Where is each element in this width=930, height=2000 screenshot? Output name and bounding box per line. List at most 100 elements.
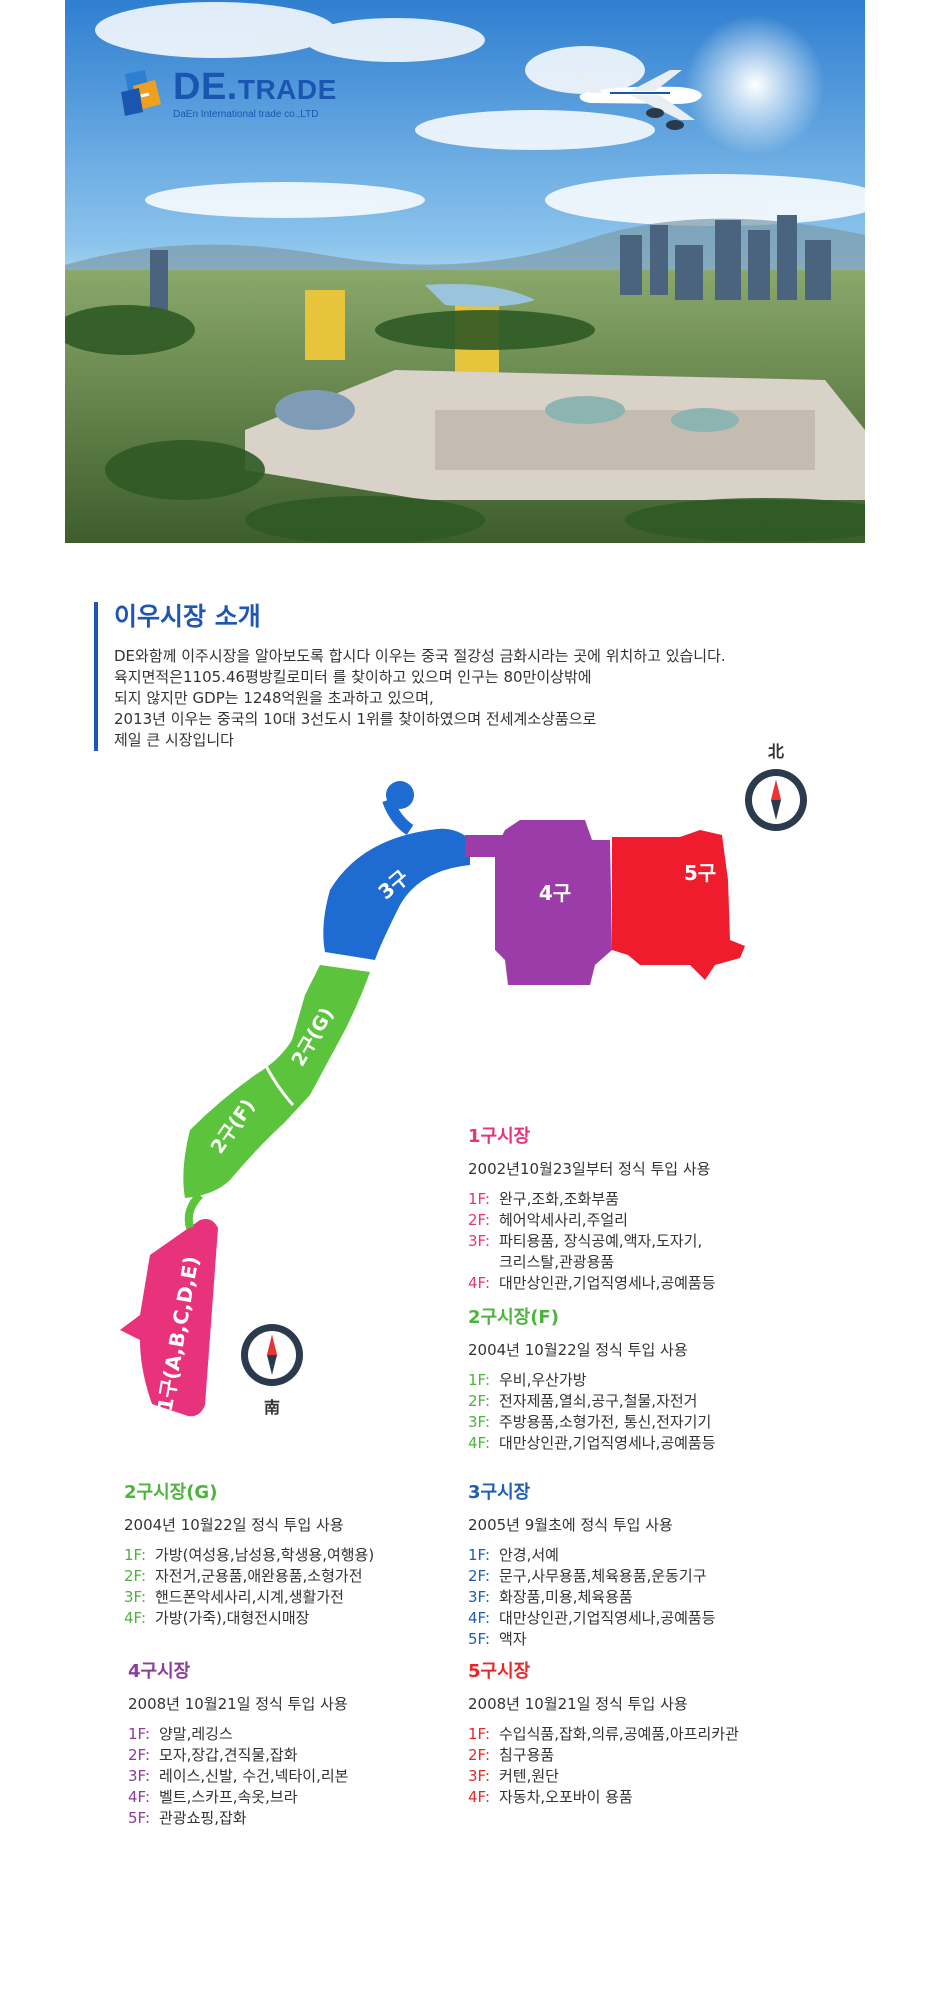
floor-label: 1F: <box>468 1725 491 1743</box>
market-2g-info: 2구시장(G) 2004년 10월22일 정식 투입 사용 1F:가방(여성용,… <box>124 1478 464 1629</box>
floor-label: 1F: <box>468 1371 491 1389</box>
market-2f-info: 2구시장(F) 2004년 10월22일 정식 투입 사용 1F:우비,우산가방… <box>468 1303 888 1454</box>
floor-goods: 전자제품,열쇠,공구,철물,자전거 <box>499 1392 698 1410</box>
brand-logo: DE.TRADE DaEn International trade co.,LT… <box>115 68 337 120</box>
market-map-svg: 1구(A,B,C,D,E) 2구(F) 2구(G) 3구 4구 5구 <box>120 742 807 1417</box>
floor-goods: 우비,우산가방 <box>499 1371 587 1389</box>
floor-item: 1F: 양말,레깅스 <box>128 1724 468 1745</box>
floor-label: 1F: <box>468 1190 491 1208</box>
market-3-date: 2005년 9월초에 정식 투입 사용 <box>468 1516 673 1534</box>
zone-5-shape <box>612 830 745 980</box>
floor-label: 1F: <box>128 1725 151 1743</box>
floor-item: 1F: 안경,서예 <box>468 1545 888 1566</box>
floor-goods: 모자,장갑,견직물,잡화 <box>159 1746 298 1764</box>
floor-goods: 레이스,신발, 수건,넥타이,리본 <box>159 1767 349 1785</box>
hero-photo <box>65 0 865 543</box>
floor-label: 1F: <box>124 1546 147 1564</box>
floor-goods: 파티용품, 장식공예,액자,도자기, 크리스탈,관광용품 <box>499 1232 703 1271</box>
market-4-date: 2008년 10월21일 정식 투입 사용 <box>128 1695 348 1713</box>
market-5-info: 5구시장 2008년 10월21일 정식 투입 사용 1F: 수입식품,잡화,의류… <box>468 1657 888 1808</box>
zone-4-shape <box>495 820 612 985</box>
market-1-info: 1구시장 2002년10월23일부터 정식 투입 사용 1F:완구,조화,조화부… <box>468 1122 888 1294</box>
market-2g-title: 2구시장(G) <box>124 1482 218 1503</box>
floor-item: 1F: 가방(여성용,남성용,학생용,여행용) <box>124 1545 464 1566</box>
floor-label: 2F: <box>468 1567 491 1585</box>
floor-label: 4F: <box>468 1609 491 1627</box>
floor-item: 4F: 벨트,스카프,속옷,브라 <box>128 1787 468 1808</box>
floor-label: 3F: <box>128 1767 151 1785</box>
floor-label: 4F: <box>468 1788 491 1806</box>
floor-item: 2F: 문구,사무용품,체육용품,운동기구 <box>468 1566 888 1587</box>
floor-label: 3F: <box>468 1232 491 1250</box>
floor-label: 2F: <box>124 1567 147 1585</box>
hero-banner: DE.TRADE DaEn International trade co.,LT… <box>65 0 865 543</box>
floor-goods: 액자 <box>499 1630 527 1648</box>
floor-goods: 주방용품,소형가전, 통신,전자기기 <box>499 1413 712 1431</box>
market-4-info: 4구시장 2008년 10월21일 정식 투입 사용 1F: 양말,레깅스 2F:모… <box>128 1657 468 1829</box>
floor-goods: 관광쇼핑,잡화 <box>159 1809 247 1827</box>
floor-item: 4F: 대만상인관,기업직영세나,공예품등 <box>468 1273 888 1294</box>
market-5-date: 2008년 10월21일 정식 투입 사용 <box>468 1695 688 1713</box>
floor-goods: 수입식품,잡화,의류,공예품,아프리카관 <box>499 1725 739 1743</box>
floor-item: 3F: 주방용품,소형가전, 통신,전자기기 <box>468 1412 888 1433</box>
logo-name: DE. <box>173 66 238 108</box>
floor-goods: 가방(여성용,남성용,학생용,여행용) <box>155 1546 375 1564</box>
floor-goods: 벨트,스카프,속옷,브라 <box>159 1788 298 1806</box>
market-1-title: 1구시장 <box>468 1126 531 1147</box>
floor-goods: 가방(가죽),대형전시매장 <box>155 1609 310 1627</box>
floor-item: 3F: 화장품,미용,체육용품 <box>468 1587 888 1608</box>
floor-item: 5F:액자 <box>468 1629 888 1650</box>
market-2f-title: 2구시장(F) <box>468 1307 559 1328</box>
floor-item: 5F:관광쇼핑,잡화 <box>128 1808 468 1829</box>
floor-label: 4F: <box>468 1434 491 1452</box>
market-map: 1구(A,B,C,D,E) 2구(F) 2구(G) 3구 4구 5구 <box>0 740 930 1460</box>
floor-goods: 커텐,원단 <box>499 1767 559 1785</box>
floor-item: 4F:대만상인관,기업직영세나,공예품등 <box>468 1433 888 1454</box>
floor-label: 1F: <box>468 1546 491 1564</box>
floor-goods: 핸드폰악세사리,시계,생활가전 <box>155 1588 344 1606</box>
intro-section: 이우시장 소개 DE와함께 이주시장을 알아보도록 합시다 이우는 중국 절강성… <box>94 602 874 751</box>
floor-item: 2F: 자전거,군용품,애완용품,소형가전 <box>124 1566 464 1587</box>
logo-name-suffix: TRADE <box>237 74 337 105</box>
floor-item: 1F: 우비,우산가방 <box>468 1370 888 1391</box>
floor-label: 2F: <box>468 1211 491 1229</box>
floor-goods: 화장품,미용,체육용품 <box>499 1588 633 1606</box>
floor-goods: 헤어악세사리,주얼리 <box>499 1211 628 1229</box>
floor-item: 3F: 커텐,원단 <box>468 1766 888 1787</box>
floor-item: 1F: 수입식품,잡화,의류,공예품,아프리카관 <box>468 1724 888 1745</box>
floor-label: 4F: <box>128 1788 151 1806</box>
floor-goods: 문구,사무용품,체육용품,운동기구 <box>499 1567 707 1585</box>
compass-south-label: 南 <box>264 1398 280 1417</box>
floor-item: 2F:모자,장갑,견직물,잡화 <box>128 1745 468 1766</box>
floor-label: 3F: <box>468 1413 491 1431</box>
floor-item: 4F: 자동차,오포바이 용품 <box>468 1787 888 1808</box>
floor-item: 3F: 핸드폰악세사리,시계,생활가전 <box>124 1587 464 1608</box>
zone-2-shape <box>183 965 370 1198</box>
market-4-title: 4구시장 <box>128 1661 191 1682</box>
market-2g-floors: 1F: 가방(여성용,남성용,학생용,여행용) 2F: 자전거,군용품,애완용품,소형… <box>124 1545 464 1629</box>
logo-subtitle: DaEn International trade co.,LTD <box>173 109 319 120</box>
market-5-title: 5구시장 <box>468 1661 531 1682</box>
floor-label: 3F: <box>468 1767 491 1785</box>
floor-item: 4F: 가방(가죽),대형전시매장 <box>124 1608 464 1629</box>
floor-label: 4F: <box>468 1274 491 1292</box>
compass-south-icon <box>241 1324 303 1386</box>
floor-goods: 자동차,오포바이 용품 <box>499 1788 633 1806</box>
market-3-floors: 1F: 안경,서예 2F: 문구,사무용품,체육용품,운동기구 3F: 화장품,미용,체육… <box>468 1545 888 1650</box>
floor-goods: 양말,레깅스 <box>159 1725 233 1743</box>
zone-4-label: 4구 <box>539 881 571 905</box>
zone-1-shape <box>120 1192 218 1417</box>
floor-item: 4F:대만상인관,기업직영세나,공예품등 <box>468 1608 888 1629</box>
floor-label: 3F: <box>468 1588 491 1606</box>
floor-goods: 대만상인관,기업직영세나,공예품등 <box>499 1274 716 1292</box>
floor-goods: 안경,서예 <box>499 1546 559 1564</box>
zone-3-shape <box>323 781 505 960</box>
intro-body: DE와함께 이주시장을 알아보도록 합시다 이우는 중국 절강성 금화시라는 곳… <box>114 647 726 749</box>
floor-goods: 자전거,군용품,애완용품,소형가전 <box>155 1567 363 1585</box>
floor-label: 3F: <box>124 1588 147 1606</box>
market-3-title: 3구시장 <box>468 1482 531 1503</box>
floor-label: 4F: <box>124 1609 147 1627</box>
